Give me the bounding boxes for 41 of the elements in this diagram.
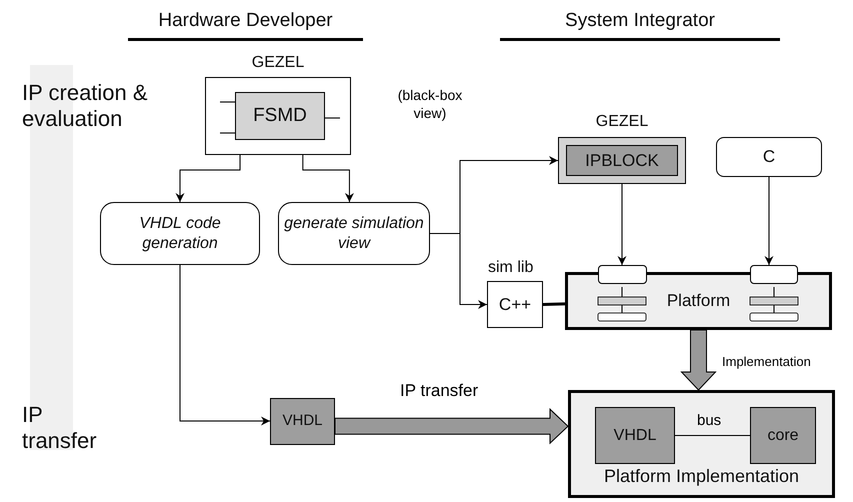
node-text: GEZEL bbox=[250, 53, 306, 73]
node-text: generate simulation view bbox=[283, 214, 425, 254]
process-box bbox=[100, 202, 260, 265]
process-box bbox=[278, 202, 430, 265]
block-arrow bbox=[334, 408, 569, 444]
socket-slot bbox=[598, 265, 647, 284]
ip-block bbox=[566, 145, 678, 176]
side-note: sim lib bbox=[488, 258, 534, 278]
edge-label: Implementation bbox=[722, 355, 811, 370]
socket-slot bbox=[750, 265, 798, 284]
node-text: Platform bbox=[666, 290, 730, 312]
fsmd-block bbox=[235, 92, 325, 140]
column-header: Hardware Developer bbox=[128, 10, 363, 41]
node-text: VHDL bbox=[614, 426, 656, 446]
node-text: VHDL code generation bbox=[138, 214, 222, 254]
node-text: FSMD bbox=[253, 104, 307, 128]
note-text: (black-box view) bbox=[396, 86, 464, 122]
column-header: System Integrator bbox=[500, 10, 780, 41]
arrow bbox=[618, 184, 626, 266]
connector-line bbox=[542, 302, 566, 306]
arrow bbox=[180, 264, 270, 426]
node-text: C bbox=[762, 146, 776, 168]
arrow bbox=[176, 154, 241, 202]
connector-line bbox=[674, 435, 750, 436]
platform-box bbox=[568, 390, 835, 498]
node-text: VHDL bbox=[282, 412, 322, 431]
node-text: core bbox=[767, 426, 799, 446]
core-block bbox=[750, 407, 816, 464]
node-text: C++ bbox=[498, 294, 532, 316]
node-text: Platform Implementation bbox=[602, 465, 800, 488]
source-box bbox=[716, 137, 822, 177]
arrow bbox=[430, 233, 488, 309]
block-arrow bbox=[680, 330, 717, 391]
row-label: IP creation & evaluation bbox=[22, 80, 149, 132]
arrow bbox=[764, 176, 774, 266]
hardware-block bbox=[595, 407, 675, 464]
node-text: GEZEL bbox=[594, 112, 650, 132]
arrow bbox=[302, 154, 354, 202]
output-box bbox=[270, 398, 335, 445]
node-text: IPBLOCK bbox=[585, 150, 659, 172]
row-label: IP transfer bbox=[22, 402, 98, 454]
